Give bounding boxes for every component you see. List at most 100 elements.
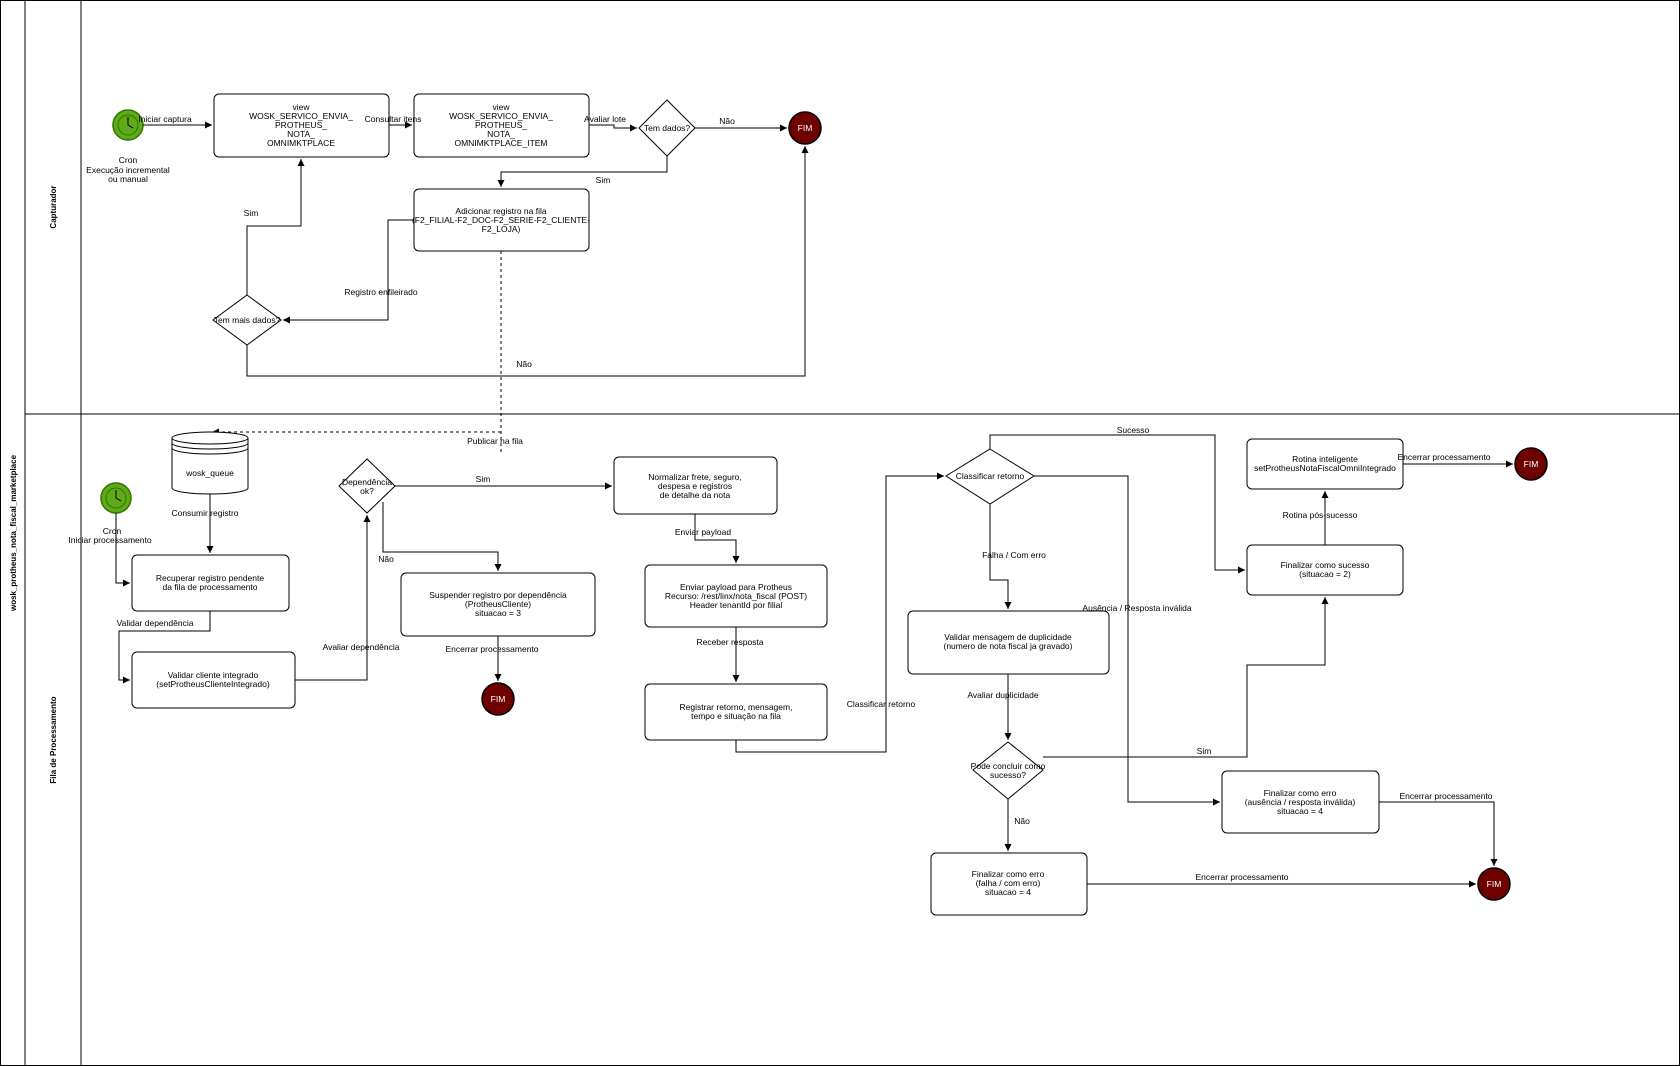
gateway-pode-concluir-line2: sucesso? (990, 770, 1026, 780)
label-classificar-retorno: Classificar retorno (847, 699, 916, 709)
validar-dup-line1: Validar mensagem de duplicidade (944, 632, 1072, 642)
gateway-tem-mais-label: Tem mais dados? (214, 315, 281, 325)
view2-line1: view (492, 102, 510, 112)
gateway-pode-concluir-line1: Pode concluir como (971, 761, 1046, 771)
view1-line4: NOTA_ (287, 129, 315, 139)
edge-avaliar-dependencia (295, 515, 371, 681)
normalizar-line2: despesa e registros (658, 481, 732, 491)
start2-label-line2: Iniciar processamento (68, 535, 151, 545)
label-consumir-registro: Consumir registro (171, 508, 238, 518)
normalizar-line1: Normalizar frete, seguro, (648, 472, 742, 482)
clock-hands-icon (127, 117, 134, 129)
recuperar-line2: da fila de processamento (163, 582, 258, 592)
view1-line2: WOSK_SERVICO_ENVIA_ (249, 111, 353, 121)
label-pode-concluir-nao: Não (1014, 816, 1030, 826)
label-tem-dados-sim: Sim (596, 175, 611, 185)
label-tem-mais-nao: Não (516, 359, 532, 369)
suspender-line1: Suspender registro por dependência (429, 590, 567, 600)
adicionar-line1: Adicionar registro na fila (455, 206, 546, 216)
rotina-line1: Rotina inteligente (1292, 454, 1358, 464)
queue-ring-2 (171, 447, 249, 455)
validar-cliente-line2: (setProtheusClienteIntegrado) (156, 679, 270, 689)
view2-line4: NOTA_ (487, 129, 515, 139)
label-enviar-payload: Enviar payload (675, 527, 732, 537)
label-tem-mais-sim: Sim (244, 208, 259, 218)
label-receber-resposta: Receber resposta (696, 637, 763, 647)
rotina-line2: setProtheusNotaFiscalOmniIntegrado (1254, 463, 1396, 473)
end-event-sucesso[interactable] (1514, 447, 1548, 481)
fin-erro2-line2: (ausência / resposta inválida) (1245, 797, 1356, 807)
registrar-line2: tempo e situação na fila (691, 711, 781, 721)
label-falha: Falha / Com erro (982, 550, 1046, 560)
recuperar-line1: Recuperar registro pendente (156, 573, 264, 583)
edge-tem-mais-nao (246, 146, 809, 377)
label-dependencia-sim: Sim (476, 474, 491, 484)
edge-classificar-retorno (735, 472, 944, 753)
normalizar-line3: de detalhe da nota (660, 490, 731, 500)
label-encerrar-suspenso: Encerrar processamento (445, 644, 538, 654)
label-avaliar-dependencia: Avaliar dependência (323, 642, 400, 652)
label-sucesso: Sucesso (1117, 425, 1150, 435)
label-iniciar-captura: Iniciar captura (138, 114, 192, 124)
start-event-cron-processamento[interactable] (100, 482, 132, 514)
edge-ausencia (1034, 475, 1220, 806)
edge-avaliar-lote (589, 124, 637, 132)
label-consultar-itens: Consultar itens (365, 114, 422, 124)
view1-line3: PROTHEUS_ (275, 120, 327, 130)
label-encerrar-ausencia: Encerrar processamento (1399, 791, 1492, 801)
edge-pode-concluir-sim (1043, 597, 1329, 758)
end-event-erro[interactable] (1477, 867, 1511, 901)
label-rotina-pos-sucesso: Rotina pós-sucesso (1283, 510, 1358, 520)
pool-title: wosk_protheus_nota_fiscal_marketplace (9, 454, 18, 612)
edge-iniciar-processamento (115, 513, 130, 587)
end-event-label: FIM (1524, 459, 1539, 469)
adicionar-line2: (F2_FILIAL-F2_DOC-F2_SERIE-F2_CLIENTE- (412, 215, 590, 225)
label-avaliar-lote: Avaliar lote (584, 114, 626, 124)
view2-line5: OMNIMKTPLACE_ITEM (454, 138, 547, 148)
queue-ring-1 (171, 442, 249, 450)
view1-line1: view (292, 102, 310, 112)
edge-falha (989, 504, 1012, 609)
label-encerrar-sucesso: Encerrar processamento (1397, 452, 1490, 462)
label-registro-enfileirado: Registro enfileirado (344, 287, 418, 297)
label-dependencia-nao: Não (378, 554, 394, 564)
validar-cliente-line1: Validar cliente integrado (168, 670, 259, 680)
end-event-suspenso[interactable] (481, 682, 515, 716)
edge-enviar-payload (694, 514, 740, 563)
start1-label-line3: ou manual (108, 174, 148, 184)
data-store-wosk-queue[interactable] (171, 431, 249, 495)
end-event-label: FIM (1487, 879, 1502, 889)
start1-label-line2: Execução incremental (86, 165, 170, 175)
registrar-line1: Registrar retorno, mensagem, (680, 702, 793, 712)
label-validar-dependencia: Validar dependência (117, 618, 194, 628)
end-event-label: FIM (798, 123, 813, 133)
edge-tem-dados-sim (497, 156, 668, 187)
end-event-label: FIM (491, 694, 506, 704)
clock-hands-icon (115, 490, 122, 502)
enviar-line3: Header tenantId por filial (690, 600, 783, 610)
label-avaliar-duplicidade: Avaliar duplicidade (967, 690, 1038, 700)
clock-icon (117, 114, 139, 136)
fin-erro2-line3: situacao = 4 (1277, 806, 1323, 816)
fin-sucesso-line1: Finalizar como sucesso (1281, 560, 1370, 570)
queue-label: wosk_queue (185, 468, 234, 478)
fin-erro1-line1: Finalizar como erro (972, 869, 1045, 879)
end-event-capturador[interactable] (788, 111, 822, 145)
suspender-line3: situacao = 3 (475, 608, 521, 618)
suspender-line2: (ProtheusCliente) (465, 599, 531, 609)
fin-sucesso-line2: (situacao = 2) (1299, 569, 1351, 579)
label-pode-concluir-sim: Sim (1197, 746, 1212, 756)
fin-erro1-line3: situacao = 4 (985, 887, 1031, 897)
label-publicar-na-fila: Publicar na fila (467, 436, 523, 446)
gateway-dependencia-line2: ok? (360, 486, 374, 496)
start2-label-line1: Cron (103, 526, 122, 536)
gateway-tem-dados-label: Tem dados? (644, 123, 691, 133)
lane-title-fila: Fila de Processamento (49, 696, 58, 783)
label-encerrar-falha: Encerrar processamento (1195, 872, 1288, 882)
lane-title-capturador: Capturador (49, 185, 58, 228)
gateway-dependencia-line1: Dependência (342, 477, 392, 487)
edge-sucesso (989, 434, 1245, 574)
gateway-dependencia[interactable] (338, 458, 396, 514)
